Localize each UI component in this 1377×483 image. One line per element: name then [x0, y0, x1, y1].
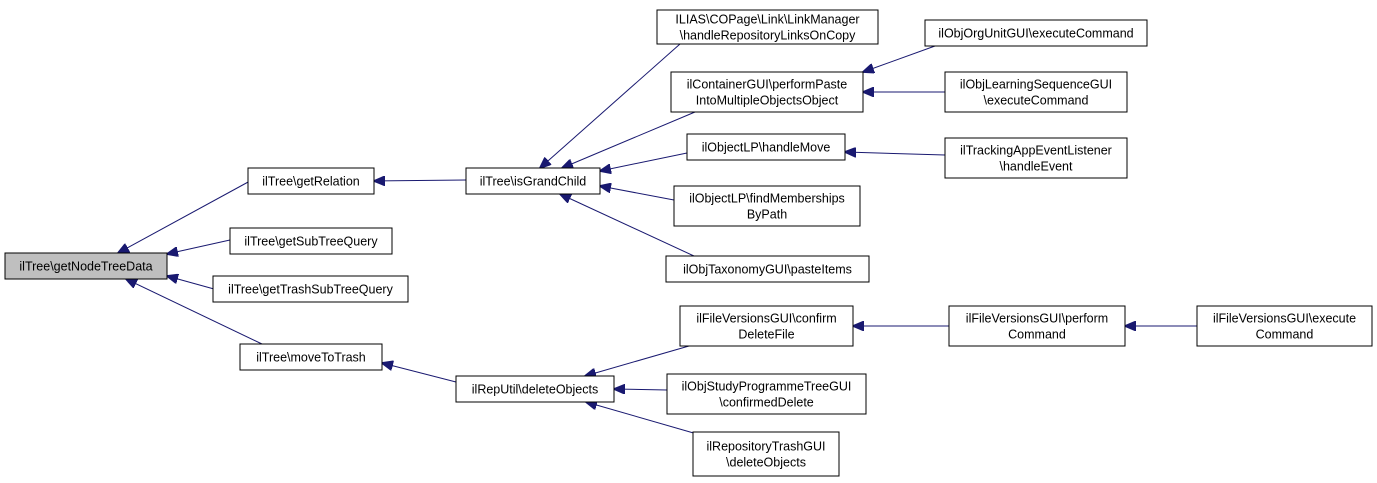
node-box [665, 255, 870, 283]
node-label: ilObjTaxonomyGUI\pasteItems [683, 263, 852, 277]
node-label: \handleEvent [1000, 160, 1074, 174]
node-box [247, 167, 375, 195]
node-box [673, 185, 861, 227]
node-pasteItems[interactable]: ilObjTaxonomyGUI\pasteItems [665, 255, 870, 283]
node-trackingHandle[interactable]: ilTrackingAppEventListener \handleEvent [944, 137, 1128, 179]
edge-linkManager-to-isGrandChild [540, 43, 681, 168]
node-label: ilRepositoryTrashGUI [706, 440, 825, 454]
node-box [212, 275, 409, 303]
node-getRelation[interactable]: ilTree\getRelation [247, 167, 375, 195]
edge-handleMove-to-isGrandChild [600, 152, 688, 171]
node-box [686, 133, 846, 161]
node-box [944, 137, 1128, 179]
node-box [944, 71, 1128, 113]
node-label: Command [1256, 328, 1314, 342]
node-label: Command [1008, 328, 1066, 342]
edge-moveToTrash-to-root [126, 279, 263, 345]
node-label: ilObjLearningSequenceGUI [960, 78, 1112, 92]
node-label: ilTree\getNodeTreeData [19, 260, 152, 274]
node-box [4, 252, 168, 280]
edge-getRelation-to-root [118, 180, 251, 253]
node-label: ilObjStudyProgrammeTreeGUI [682, 380, 852, 394]
node-label: ByPath [747, 208, 787, 222]
node-box [455, 375, 615, 403]
node-deleteObjects[interactable]: ilRepUtil\deleteObjects [455, 375, 615, 403]
node-label: ilFileVersionsGUI\execute [1213, 312, 1356, 326]
node-executeCommand[interactable]: ilFileVersionsGUI\executeCommand [1196, 305, 1373, 347]
edge-orgUnitExec-to-performPaste [863, 45, 936, 72]
node-box [239, 343, 383, 371]
edge-trashDelete-to-deleteObjects [586, 402, 698, 435]
node-label: ilTree\getRelation [262, 175, 360, 189]
node-label: ilTree\getTrashSubTreeQuery [228, 283, 393, 297]
node-box [692, 431, 840, 477]
node-label: ilFileVersionsGUI\confirm [696, 312, 836, 326]
node-box [948, 305, 1126, 347]
node-label: ilObjOrgUnitGUI\executeCommand [938, 27, 1133, 41]
node-moveToTrash[interactable]: ilTree\moveToTrash [239, 343, 383, 371]
node-getTrashSubTreeQuery[interactable]: ilTree\getTrashSubTreeQuery [212, 275, 409, 303]
node-label: ilTree\getSubTreeQuery [244, 235, 378, 249]
node-box [666, 373, 867, 415]
node-root: ilTree\getNodeTreeData [4, 252, 168, 280]
edge-deleteObjects-to-moveToTrash [382, 363, 457, 383]
node-label: ilObjectLP\handleMove [702, 141, 831, 155]
edge-findMemberships-to-isGrandChild [600, 186, 675, 201]
node-box [679, 305, 854, 347]
edge-isGrandChild-to-getRelation [374, 180, 467, 181]
node-label: ilTree\isGrandChild [480, 175, 587, 189]
edge-pasteItems-to-isGrandChild [560, 194, 695, 257]
node-label: ilFileVersionsGUI\perform [966, 312, 1108, 326]
node-label: \executeCommand [984, 94, 1089, 108]
node-isGrandChild[interactable]: ilTree\isGrandChild [465, 167, 601, 195]
node-label: ilRepUtil\deleteObjects [472, 383, 598, 397]
edge-getSubTreeQuery-to-root [167, 239, 231, 254]
edge-performPaste-to-isGrandChild [562, 111, 696, 168]
nodes-layer: ilTree\getNodeTreeData ilTree\getRelation… [4, 9, 1373, 477]
node-label: \deleteObjects [726, 456, 806, 470]
node-performPaste[interactable]: ilContainerGUI\performPasteIntoMultipleO… [670, 71, 864, 113]
node-label: DeleteFile [738, 328, 794, 342]
node-box [656, 9, 879, 45]
edges-layer [118, 43, 1197, 435]
node-label: ilTree\moveToTrash [256, 351, 366, 365]
node-getSubTreeQuery[interactable]: ilTree\getSubTreeQuery [229, 227, 393, 255]
edge-confirmedDelete-to-deleteObjects [614, 389, 668, 390]
node-lsExec[interactable]: ilObjLearningSequenceGUI \executeCommand [944, 71, 1128, 113]
node-label: ilObjectLP\findMemberships [689, 192, 845, 206]
node-box [670, 71, 864, 113]
node-box [465, 167, 601, 195]
edge-confirmDeleteFile-to-deleteObjects [585, 345, 690, 376]
edge-getTrashSubTreeQuery-to-root [167, 276, 215, 290]
node-handleMove[interactable]: ilObjectLP\handleMove [686, 133, 846, 161]
node-label: \handleRepositoryLinksOnCopy [680, 29, 857, 43]
node-label: ILIAS\COPage\Link\LinkManager [675, 13, 859, 27]
node-box [924, 19, 1148, 47]
edge-trackingHandle-to-handleMove [845, 152, 946, 155]
node-label: IntoMultipleObjectsObject [696, 94, 839, 108]
node-label: \confirmedDelete [719, 396, 814, 410]
node-label: ilContainerGUI\performPaste [687, 78, 848, 92]
node-linkManager[interactable]: ILIAS\COPage\Link\LinkManager \handleRepo… [656, 9, 879, 45]
node-trashDelete[interactable]: ilRepositoryTrashGUI \deleteObjects [692, 431, 840, 477]
node-box [229, 227, 393, 255]
node-orgUnitExec[interactable]: ilObjOrgUnitGUI\executeCommand [924, 19, 1148, 47]
node-confirmedDelete[interactable]: ilObjStudyProgrammeTreeGUI \confirmedDele… [666, 373, 867, 415]
node-label: ilTrackingAppEventListener [960, 144, 1112, 158]
node-box [1196, 305, 1373, 347]
